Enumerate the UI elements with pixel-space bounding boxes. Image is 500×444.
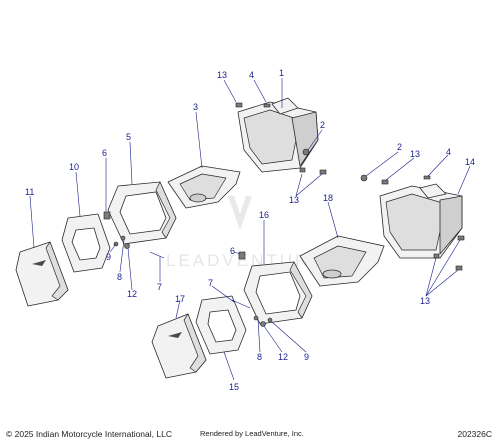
callout-2: 2 — [397, 142, 402, 152]
callout-5: 5 — [126, 132, 131, 142]
callout-13: 13 — [410, 149, 420, 159]
callout-14: 14 — [465, 157, 475, 167]
drawing-number: 202326C — [457, 429, 492, 439]
part-18-tray — [299, 235, 385, 287]
part-10-liner — [61, 213, 111, 273]
part-17-cover — [151, 313, 207, 379]
callout-12: 12 — [278, 352, 288, 362]
callout-6: 6 — [230, 246, 235, 256]
callout-9: 9 — [106, 252, 111, 262]
hardware — [103, 102, 465, 327]
callout-18: 18 — [323, 193, 333, 203]
callout-11: 11 — [25, 187, 34, 197]
watermark-text: LEADVENTURE — [166, 251, 325, 270]
callout-4: 4 — [249, 70, 254, 80]
watermark-logo — [228, 196, 252, 230]
part-5-bezel — [107, 181, 177, 245]
callout-9: 9 — [304, 352, 309, 362]
part-11-cover — [15, 241, 69, 307]
part-1-housing-left — [237, 97, 319, 173]
callout-7: 7 — [208, 278, 213, 288]
callout-3: 3 — [193, 102, 198, 112]
rendered-by-notice: Rendered by LeadVenture, Inc. — [200, 429, 304, 438]
part-15-liner — [195, 295, 247, 355]
callout-13: 13 — [420, 296, 430, 306]
callout-17: 17 — [175, 294, 185, 304]
part-16-bezel — [243, 261, 313, 325]
callout-10: 10 — [69, 162, 79, 172]
callout-12: 12 — [127, 289, 137, 299]
callout-8: 8 — [117, 272, 122, 282]
callout-13: 13 — [289, 195, 299, 205]
callout-7: 7 — [157, 282, 162, 292]
callout-6: 6 — [102, 148, 107, 158]
callout-2: 2 — [320, 120, 325, 130]
copyright-notice: © 2025 Indian Motorcycle International, … — [6, 429, 172, 439]
leader-lines — [29, 78, 471, 381]
part-3-tray — [167, 165, 241, 209]
callout-1: 1 — [279, 68, 284, 78]
callout-15: 15 — [229, 382, 239, 392]
callout-4: 4 — [446, 147, 451, 157]
callouts: 13 4 1 2 3 13 2 13 4 14 18 13 5 6 10 11 … — [25, 68, 475, 392]
callout-16: 16 — [259, 210, 269, 220]
callout-13: 13 — [217, 70, 227, 80]
part-14-housing-right — [379, 183, 463, 259]
callout-8: 8 — [257, 352, 262, 362]
